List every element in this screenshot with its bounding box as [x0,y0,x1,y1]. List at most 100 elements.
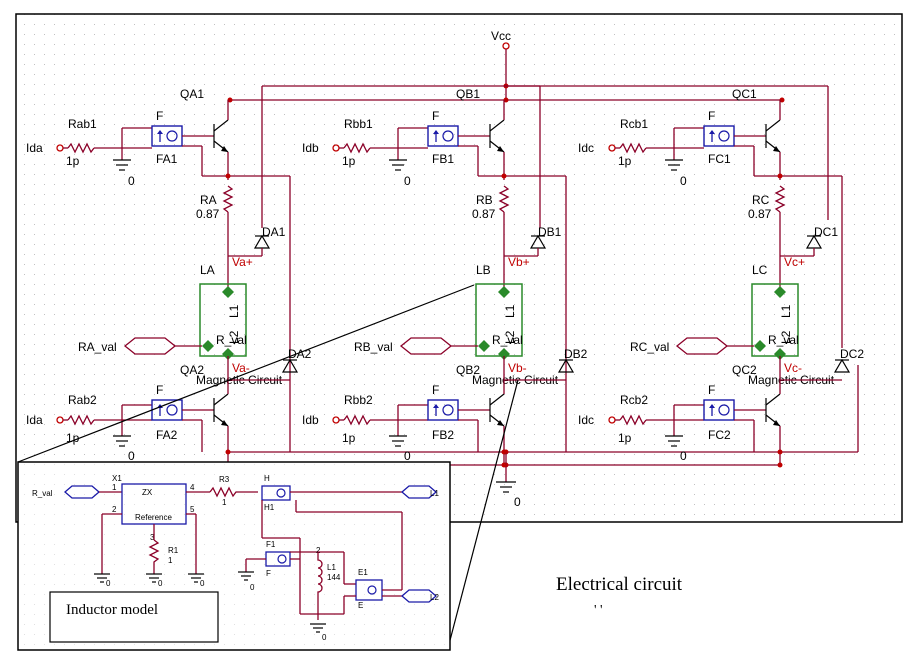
svg-text:R1: R1 [168,546,179,555]
inset-l1-port [401,485,437,499]
lower-sensor-label: FA2 [156,428,178,442]
sense-resistor-value: 0.87 [472,207,496,221]
lower-diode [833,358,851,373]
upper-diode-label: DC1 [814,225,838,239]
upper-transistor [213,119,229,153]
upper-diode-label: DB1 [538,225,562,239]
coil-l1-label: L1 [227,304,241,318]
upper-base-resistor-value: 1p [66,154,80,168]
inset-l2-port [401,589,437,603]
rval-pin-label: R_val [216,333,247,347]
upper-transistor [765,119,781,153]
lower-base-resistor-label: Rcb2 [620,393,648,407]
lower-diode [281,358,299,373]
sense-resistor-value: 0.87 [748,207,772,221]
zoom-line-right [447,379,519,649]
magnetic-block-label: LC [752,263,768,277]
sense-resistor-label: RA [200,193,217,207]
positive-node-label: Va+ [232,255,253,269]
main-ground: 0 [496,481,521,509]
upper-base-resistor-label: Rbb1 [344,117,373,131]
svg-text:0: 0 [106,579,111,588]
negative-node-label: Va- [232,361,250,375]
upper-input-label: Idc [578,141,594,155]
svg-text:4: 4 [190,483,195,492]
lower-transistor-label: QB2 [456,363,480,377]
upper-sensor-f-label: F [708,109,715,123]
svg-text:144: 144 [327,573,341,582]
lower-diode [557,358,575,373]
lower-ground-label: 0 [680,449,687,463]
figure-caption-mark: ' ' [594,603,603,618]
upper-sensor-f-label: F [156,109,163,123]
lower-input-label: Idb [302,413,319,427]
svg-text:0: 0 [250,583,255,592]
svg-text:5: 5 [190,505,195,514]
coil-l1-label: L1 [779,304,793,318]
lower-ground-label: 0 [128,449,135,463]
vcc-label: Vcc [491,29,511,43]
phase-c: IdcRcb11p0FFC1QC1RC0.87DC1Vc+L1L2R_valLC… [578,87,864,468]
svg-text:3: 3 [150,533,155,542]
svg-text:L2: L2 [430,593,439,602]
lower-diode-label: DC2 [840,347,864,361]
inset-caption: Inductor model [66,602,158,618]
negative-node-label: Vc- [784,361,802,375]
upper-input-label: Ida [26,141,43,155]
svg-text:H1: H1 [264,503,275,512]
lower-ground-label: 0 [404,449,411,463]
positive-node-label: Vc+ [784,255,805,269]
upper-sensor-label: FC1 [708,152,731,166]
upper-sensor-f-label: F [432,109,439,123]
lower-transistor [765,393,781,427]
sense-resistor-value: 0.87 [196,207,220,221]
svg-text:Reference: Reference [135,513,172,522]
lower-input-label: Idc [578,413,594,427]
upper-transistor-label: QC1 [732,87,757,101]
upper-base-resistor-value: 1p [618,154,632,168]
inductor-l1 [317,552,323,620]
upper-base-resistor-value: 1p [342,154,356,168]
lower-transistor [489,393,505,427]
lower-sensor-label: FB2 [432,428,454,442]
lower-input-label: Ida [26,413,43,427]
svg-text:E: E [358,601,363,610]
magnetic-block-label: LB [476,263,491,277]
svg-text:E1: E1 [358,568,368,577]
lower-base-resistor-value: 1p [342,431,356,445]
vcc-node: Vcc [491,29,511,100]
rval-input-label: RA_val [78,340,117,354]
svg-text:1: 1 [112,483,117,492]
svg-text:0: 0 [158,579,163,588]
upper-ground-label: 0 [680,174,687,188]
svg-text:R3: R3 [219,475,230,484]
lower-sensor-f-label: F [156,383,163,397]
upper-transistor-label: QB1 [456,87,480,101]
magnetic-block-label: LA [200,263,215,277]
inset-caption-box [49,591,219,643]
upper-base-resistor-label: Rab1 [68,117,97,131]
h-block [261,485,291,501]
lower-sensor-label: FC2 [708,428,731,442]
upper-diode-label: DA1 [262,225,286,239]
main-ground-label: 0 [514,495,521,509]
svg-text:X1: X1 [112,474,122,483]
lower-transistor [213,393,229,427]
svg-text:2: 2 [316,546,321,555]
upper-ground-label: 0 [128,174,135,188]
inductor-model-inset: R_val X1 ZX Reference 1 2 4 5 3 R1 1 0 0… [17,461,451,651]
lower-diode-label: DB2 [564,347,588,361]
svg-text:2: 2 [112,505,117,514]
lower-base-resistor-label: Rab2 [68,393,97,407]
upper-sensor-label: FA1 [156,152,178,166]
svg-text:1: 1 [168,556,173,565]
phase-b: IdbRbb11p0FFB1QB1RB0.87DB1Vb+L1L2R_valLB… [302,87,588,468]
inset-rval-label: R_val [32,489,53,498]
upper-input-label: Idb [302,141,319,155]
upper-ground-label: 0 [404,174,411,188]
negative-node-label: Vb- [508,361,527,375]
upper-sensor-label: FB1 [432,152,454,166]
